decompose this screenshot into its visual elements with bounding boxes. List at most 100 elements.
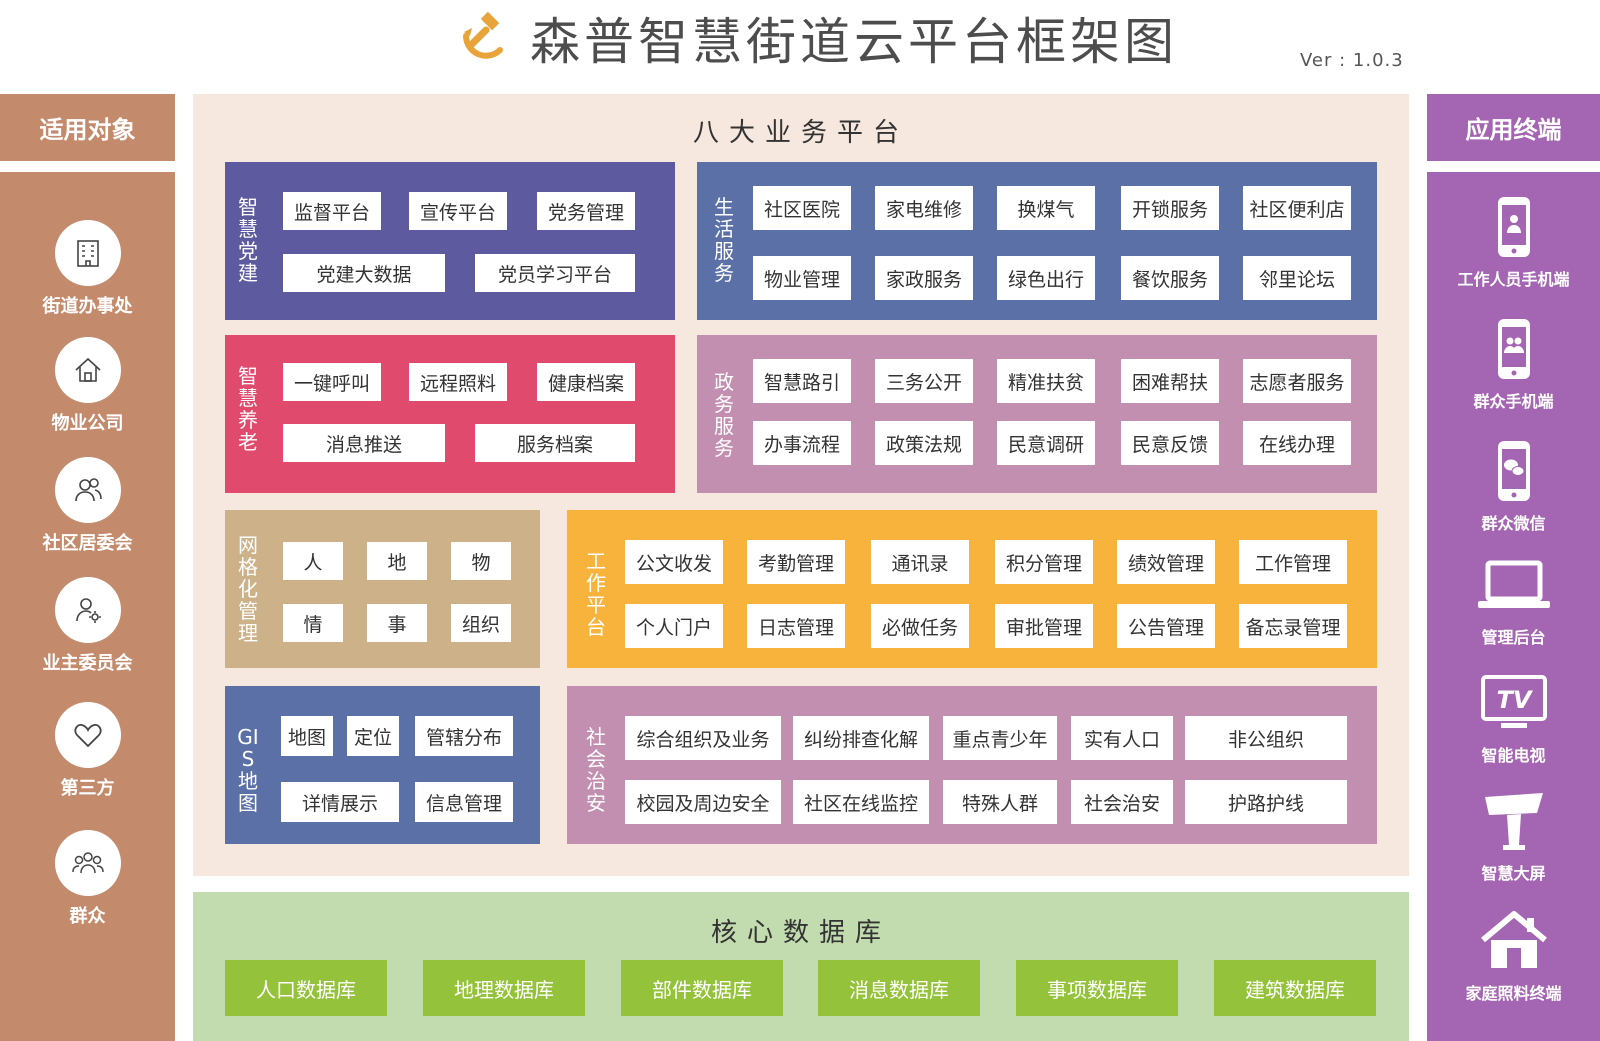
panel-gis-map: GIS地图 地图 定位 管辖分布 详情展示 信息管理 [225, 686, 540, 844]
right-item-label: 管理后台 [1481, 628, 1546, 647]
panel-smart-party: 智慧党建 监督平台 宣传平台 党务管理 党建大数据 党员学习平台 [225, 162, 675, 320]
right-item-staff-mobile: 工作人员手机端 [1427, 192, 1600, 290]
chip: 消息推送 [283, 424, 445, 462]
panel-work-platform: 工作平台 公文收发 考勤管理 通讯录 积分管理 绩效管理 工作管理 个人门户 日… [567, 510, 1377, 668]
page-title: 森普智慧街道云平台框架图 [530, 13, 1178, 71]
chip: 物业管理 [753, 256, 851, 300]
phone-group-icon [1427, 314, 1600, 384]
chip: 社区便利店 [1243, 186, 1351, 230]
left-item-community: 社区居委会 [0, 457, 175, 555]
right-item-label: 智能电视 [1481, 746, 1546, 765]
chip: 信息管理 [415, 782, 513, 822]
party-emblem-icon [456, 6, 512, 62]
left-item-label: 业主委员会 [42, 653, 133, 674]
chip: 政策法规 [875, 421, 973, 465]
people-icon [54, 457, 121, 523]
right-heading: 应用终端 [1427, 94, 1600, 161]
chip: 家政服务 [875, 256, 973, 300]
db-building: 建筑数据库 [1214, 960, 1376, 1016]
chip: 邻里论坛 [1243, 256, 1351, 300]
chip: 社会治安 [1071, 780, 1173, 824]
chip: 组织 [451, 604, 511, 642]
tv-icon: TV [1427, 668, 1600, 738]
db-geography: 地理数据库 [423, 960, 585, 1016]
version-label: Ver : 1.0.3 [1300, 50, 1404, 71]
db-population: 人口数据库 [225, 960, 387, 1016]
left-item-label: 街道办事处 [42, 296, 133, 317]
laptop-icon [1427, 550, 1600, 620]
chip: 在线办理 [1243, 421, 1351, 465]
chip: 办事流程 [753, 421, 851, 465]
right-item-home-care: 家庭照料终端 [1427, 906, 1600, 1004]
chip: 民意反馈 [1121, 421, 1219, 465]
core-database: 核心数据库 人口数据库 地理数据库 部件数据库 消息数据库 事项数据库 建筑数据… [193, 892, 1409, 1041]
left-item-label: 群众 [69, 906, 106, 927]
right-item-admin: 管理后台 [1427, 550, 1600, 648]
chip: 工作管理 [1239, 540, 1347, 584]
chip: 三务公开 [875, 359, 973, 403]
chip: 智慧路引 [753, 359, 851, 403]
chip: 公告管理 [1117, 604, 1215, 648]
left-item-street-office: 街道办事处 [0, 220, 175, 318]
chip: 绿色出行 [997, 256, 1095, 300]
left-item-third-party: 第三方 [0, 702, 175, 800]
left-item-public: 群众 [0, 830, 175, 928]
panel-social-security: 社会治安 综合组织及业务 纠纷排查化解 重点青少年 实有人口 非公组织 校园及周… [567, 686, 1377, 844]
chip: 特殊人群 [943, 780, 1057, 824]
panel-life-services: 生活服务 社区医院 家电维修 换煤气 开锁服务 社区便利店 物业管理 家政服务 … [697, 162, 1377, 320]
left-column: 街道办事处 物业公司 社区居委会 业主委员会 [0, 172, 175, 1041]
left-item-label: 物业公司 [51, 413, 124, 434]
chip: 实有人口 [1071, 716, 1173, 760]
right-item-label: 群众手机端 [1473, 392, 1554, 411]
chip: 地 [367, 542, 427, 580]
heart-icon [54, 702, 121, 768]
chip: 个人门户 [625, 604, 723, 648]
chip: 物 [451, 542, 511, 580]
right-item-label: 工作人员手机端 [1457, 270, 1570, 289]
right-item-label: 群众微信 [1481, 514, 1546, 533]
right-item-big-screen: 智慧大屏 [1427, 786, 1600, 884]
chip: 健康档案 [537, 363, 635, 401]
chip: 必做任务 [871, 604, 969, 648]
db-matter: 事项数据库 [1016, 960, 1178, 1016]
right-item-smart-tv: TV 智能电视 [1427, 668, 1600, 766]
panel-label: GIS地图 [237, 725, 259, 815]
chip: 审批管理 [995, 604, 1093, 648]
chip: 备忘录管理 [1239, 604, 1347, 648]
chip: 地图 [281, 716, 333, 756]
chip: 一键呼叫 [283, 363, 381, 401]
right-item-label: 家庭照料终端 [1465, 984, 1562, 1003]
chip: 重点青少年 [943, 716, 1057, 760]
chip: 开锁服务 [1121, 186, 1219, 230]
chip: 社区在线监控 [793, 780, 929, 824]
chip: 精准扶贫 [997, 359, 1095, 403]
chip: 情 [283, 604, 343, 642]
house-icon [54, 337, 121, 403]
left-item-owners: 业主委员会 [0, 577, 175, 675]
left-heading: 适用对象 [0, 94, 175, 161]
left-item-label: 社区居委会 [42, 533, 133, 554]
panel-label: 网格化管理 [238, 533, 258, 645]
panel-gov-services: 政务服务 智慧路引 三务公开 精准扶贫 困难帮扶 志愿者服务 办事流程 政策法规… [697, 335, 1377, 493]
chip: 远程照料 [409, 363, 507, 401]
chip: 事 [367, 604, 427, 642]
chip: 管辖分布 [415, 716, 513, 756]
chip: 校园及周边安全 [625, 780, 781, 824]
chip: 纠纷排查化解 [793, 716, 929, 760]
chip: 综合组织及业务 [625, 716, 781, 760]
panel-label: 工作平台 [586, 549, 606, 639]
right-item-label: 智慧大屏 [1481, 864, 1546, 883]
chip: 换煤气 [997, 186, 1095, 230]
kiosk-icon [1427, 786, 1600, 856]
chip: 考勤管理 [747, 540, 845, 584]
chip: 积分管理 [995, 540, 1093, 584]
phone-wechat-icon [1427, 436, 1600, 506]
chip: 人 [283, 542, 343, 580]
core-database-title: 核心数据库 [710, 918, 891, 948]
business-platforms: 八大业务平台 智慧党建 监督平台 宣传平台 党务管理 党建大数据 党员学习平台 … [193, 94, 1409, 876]
right-item-public-mobile: 群众手机端 [1427, 314, 1600, 412]
db-message: 消息数据库 [818, 960, 980, 1016]
user-gear-icon [54, 577, 121, 643]
building-icon [54, 220, 121, 286]
